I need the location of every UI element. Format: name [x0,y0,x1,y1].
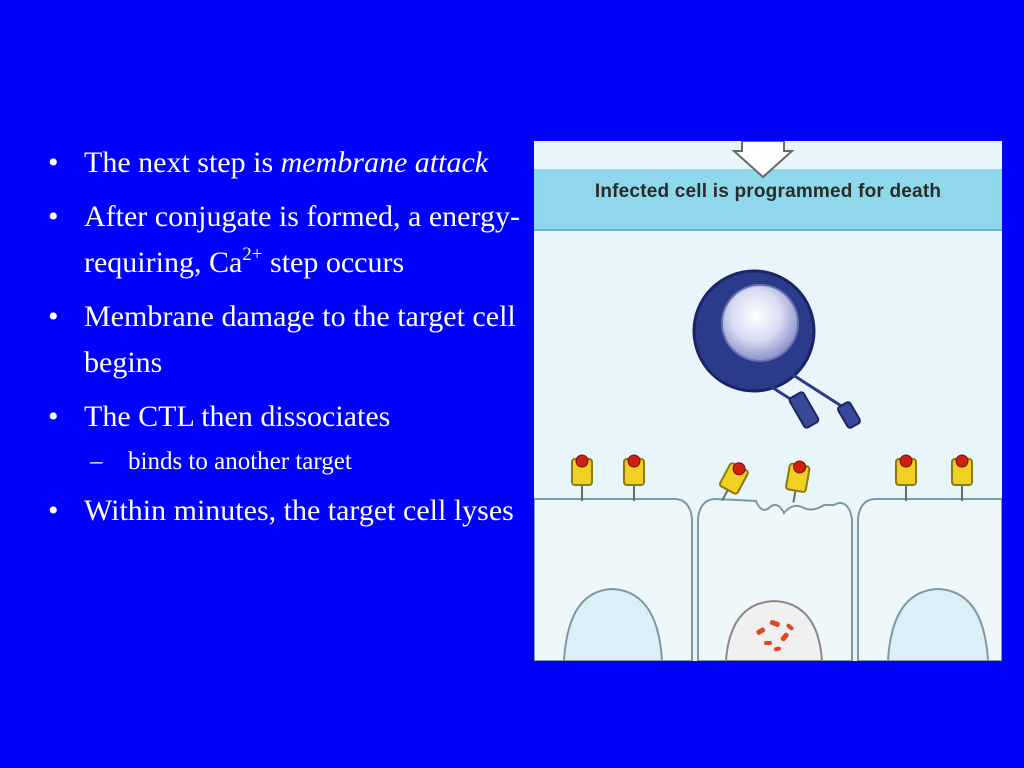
bullet-item: • The CTL then dissociates [44,394,524,440]
bullet-item: • The next step is membrane attack [44,140,524,186]
figure-caption: Infected cell is programmed for death [594,181,942,202]
sub-bullet-dash: – [90,448,103,475]
bullet-text: Within minutes, the target cell lyses [84,494,514,527]
figure-banner [534,169,1002,231]
dna-fragments [756,619,794,652]
mhc-receptors [571,454,973,503]
bullet-item: • Membrane damage to the target cell beg… [44,294,524,386]
down-arrow-icon [731,141,795,179]
sub-bullet-item: – binds to another target [44,444,524,480]
target-cells [534,497,1002,661]
sub-bullet-text: binds to another target [128,448,352,475]
bullet-superscript: 2+ [242,244,263,265]
bullet-dot: • [48,200,59,233]
bullet-dot: • [48,400,59,433]
bullet-dot: • [48,146,59,179]
bullet-text-continued: step occurs [262,246,405,279]
ctl-attack-figure: Infected cell is programmed for death [534,141,1002,661]
bullet-text: After conjugate is formed, a energy-requ… [84,200,520,279]
bullet-dot: • [48,494,59,527]
bullet-text: The next step is [84,146,281,179]
ctl-cell [692,269,861,429]
bullet-dot: • [48,300,59,333]
bullet-list: • The next step is membrane attack • Aft… [44,140,524,542]
bullet-text: Membrane damage to the target cell begin… [84,300,516,379]
bullet-item: • After conjugate is formed, a energy-re… [44,194,524,286]
bullet-text-italic: membrane attack [280,146,489,179]
figure-illustration [534,141,1002,661]
bullet-text: The CTL then dissociates [84,400,391,433]
bullet-item: • Within minutes, the target cell lyses [44,488,524,534]
